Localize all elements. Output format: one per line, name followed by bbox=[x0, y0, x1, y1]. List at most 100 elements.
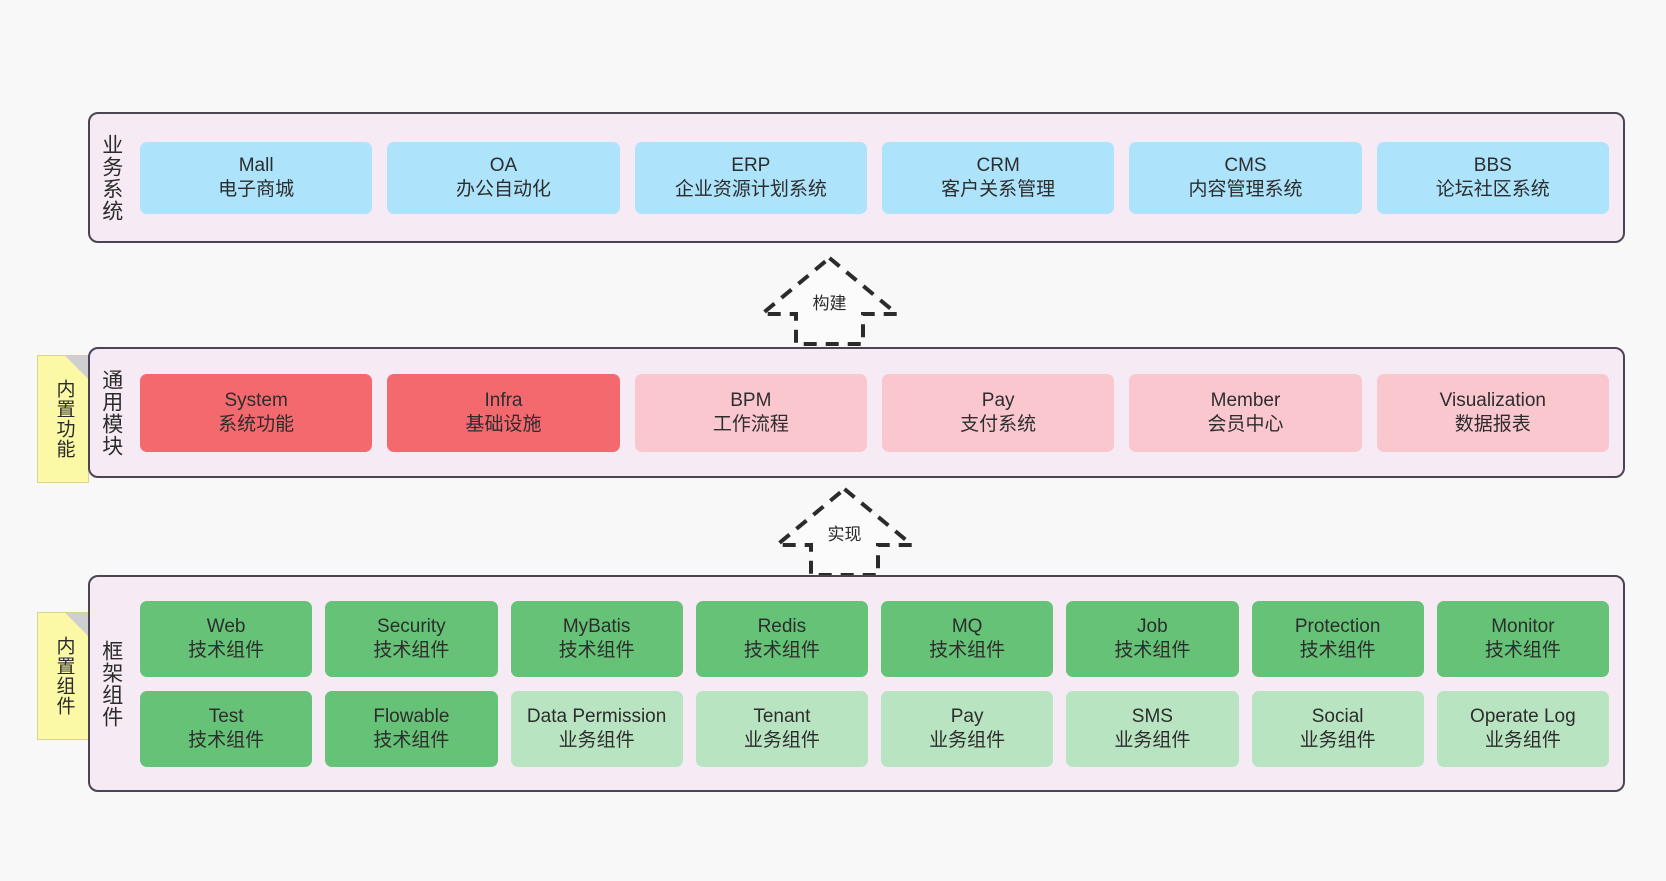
connector-implement-arrow: 实现 bbox=[771, 486, 918, 577]
card-subtitle: 技术组件 bbox=[1299, 639, 1376, 661]
connector-build-arrow: 构建 bbox=[756, 255, 903, 346]
card-subtitle: 业务组件 bbox=[929, 729, 1006, 751]
card-title: Tenant bbox=[753, 706, 811, 728]
card-subtitle: 业务组件 bbox=[1114, 729, 1191, 751]
card-title: Protection bbox=[1294, 616, 1381, 638]
card-title: BPM bbox=[730, 390, 772, 412]
layer-label-business-systems: 业务系统 bbox=[99, 133, 123, 222]
card-subtitle: 基础设施 bbox=[465, 413, 542, 435]
card-subtitle: 工作流程 bbox=[712, 413, 789, 435]
card-title: Mall bbox=[238, 155, 274, 177]
card-subtitle: 技术组件 bbox=[188, 639, 265, 661]
card-subtitle: 业务组件 bbox=[743, 729, 820, 751]
card-subtitle: 企业资源计划系统 bbox=[674, 178, 827, 200]
sticky-note-builtin-components: 内置组件 bbox=[37, 612, 89, 740]
card-subtitle: 技术组件 bbox=[373, 729, 450, 751]
connector-implement-label: 实现 bbox=[827, 525, 862, 544]
page-fold-corner-icon bbox=[65, 613, 88, 636]
card-subtitle: 技术组件 bbox=[929, 639, 1006, 661]
card-pay-module[interactable]: Pay 支付系统 bbox=[881, 373, 1115, 452]
card-subtitle: 技术组件 bbox=[1484, 639, 1561, 661]
card-operate-log[interactable]: Operate Log 业务组件 bbox=[1436, 690, 1609, 767]
card-subtitle: 技术组件 bbox=[188, 729, 265, 751]
card-subtitle: 支付系统 bbox=[960, 413, 1037, 435]
card-security[interactable]: Security 技术组件 bbox=[325, 600, 498, 677]
card-test[interactable]: Test 技术组件 bbox=[140, 690, 313, 767]
card-member[interactable]: Member 会员中心 bbox=[1129, 373, 1362, 452]
card-oa[interactable]: OA 办公自动化 bbox=[387, 141, 620, 214]
card-subtitle: 业务组件 bbox=[558, 729, 635, 751]
card-subtitle: 办公自动化 bbox=[455, 178, 551, 200]
card-web[interactable]: Web 技术组件 bbox=[140, 600, 313, 677]
card-title: MyBatis bbox=[562, 616, 631, 638]
card-title: Member bbox=[1210, 390, 1281, 412]
connector-build-label: 构建 bbox=[812, 294, 847, 313]
card-title: Operate Log bbox=[1470, 706, 1576, 728]
card-title: Pay bbox=[981, 390, 1015, 412]
card-title: System bbox=[224, 390, 288, 412]
sticky-note-builtin-functions: 内置功能 bbox=[37, 355, 89, 483]
card-pay-component[interactable]: Pay 业务组件 bbox=[881, 690, 1054, 767]
card-mall[interactable]: Mall 电子商城 bbox=[140, 141, 373, 214]
card-subtitle: 论坛社区系统 bbox=[1435, 178, 1550, 200]
layer-panel-business-systems: 业务系统 Mall 电子商城 OA 办公自动化 ERP 企业资源计划系统 CRM… bbox=[88, 112, 1625, 243]
card-title: Data Permission bbox=[526, 706, 667, 728]
card-bbs[interactable]: BBS 论坛社区系统 bbox=[1376, 141, 1609, 214]
card-title: Pay bbox=[950, 706, 984, 728]
card-mybatis[interactable]: MyBatis 技术组件 bbox=[510, 600, 683, 677]
layer-panel-framework-components: 框架组件 Web 技术组件 Security 技术组件 MyBatis 技术组件… bbox=[88, 575, 1625, 792]
card-title: OA bbox=[489, 155, 518, 177]
card-title: Flowable bbox=[373, 706, 450, 728]
card-monitor[interactable]: Monitor 技术组件 bbox=[1436, 600, 1609, 677]
card-mq[interactable]: MQ 技术组件 bbox=[881, 600, 1054, 677]
card-title: Infra bbox=[484, 390, 523, 412]
card-title: Redis bbox=[757, 616, 807, 638]
card-flowable[interactable]: Flowable 技术组件 bbox=[325, 690, 498, 767]
card-sms[interactable]: SMS 业务组件 bbox=[1066, 690, 1239, 767]
card-job[interactable]: Job 技术组件 bbox=[1066, 600, 1239, 677]
business-systems-card-list: Mall 电子商城 OA 办公自动化 ERP 企业资源计划系统 CRM 客户关系… bbox=[132, 114, 1623, 241]
card-title: SMS bbox=[1131, 706, 1173, 728]
card-title: Security bbox=[377, 616, 446, 638]
framework-row-business: Test 技术组件 Flowable 技术组件 Data Permission … bbox=[140, 690, 1609, 767]
framework-components-grid: Web 技术组件 Security 技术组件 MyBatis 技术组件 Redi… bbox=[132, 577, 1623, 790]
sticky-note-label: 内置功能 bbox=[53, 379, 75, 459]
card-bpm[interactable]: BPM 工作流程 bbox=[634, 373, 867, 452]
card-protection[interactable]: Protection 技术组件 bbox=[1251, 600, 1424, 677]
card-subtitle: 技术组件 bbox=[1114, 639, 1191, 661]
card-erp[interactable]: ERP 企业资源计划系统 bbox=[634, 141, 867, 214]
card-social[interactable]: Social 业务组件 bbox=[1251, 690, 1424, 767]
card-subtitle: 客户关系管理 bbox=[941, 178, 1056, 200]
card-infra[interactable]: Infra 基础设施 bbox=[387, 373, 620, 452]
card-subtitle: 技术组件 bbox=[373, 639, 450, 661]
card-subtitle: 内容管理系统 bbox=[1188, 178, 1303, 200]
layer-label-common-modules: 通用模块 bbox=[99, 368, 123, 457]
card-subtitle: 业务组件 bbox=[1299, 729, 1376, 751]
card-redis[interactable]: Redis 技术组件 bbox=[695, 600, 868, 677]
card-visualization[interactable]: Visualization 数据报表 bbox=[1376, 373, 1609, 452]
card-cms[interactable]: CMS 内容管理系统 bbox=[1129, 141, 1362, 214]
card-data-permission[interactable]: Data Permission 业务组件 bbox=[510, 690, 683, 767]
card-title: Web bbox=[206, 616, 246, 638]
card-system[interactable]: System 系统功能 bbox=[140, 373, 373, 452]
card-subtitle: 技术组件 bbox=[558, 639, 635, 661]
card-title: BBS bbox=[1473, 155, 1512, 177]
page-fold-corner-icon bbox=[65, 356, 88, 379]
card-title: Visualization bbox=[1439, 390, 1546, 412]
card-title: MQ bbox=[951, 616, 983, 638]
layer-panel-common-modules: 通用模块 System 系统功能 Infra 基础设施 BPM 工作流程 Pay… bbox=[88, 347, 1625, 478]
card-crm[interactable]: CRM 客户关系管理 bbox=[881, 141, 1115, 214]
card-subtitle: 数据报表 bbox=[1454, 413, 1531, 435]
framework-row-technical: Web 技术组件 Security 技术组件 MyBatis 技术组件 Redi… bbox=[140, 600, 1609, 677]
card-title: Monitor bbox=[1491, 616, 1555, 638]
card-subtitle: 技术组件 bbox=[743, 639, 820, 661]
sticky-note-label: 内置组件 bbox=[53, 636, 75, 716]
card-tenant[interactable]: Tenant 业务组件 bbox=[695, 690, 868, 767]
common-modules-card-list: System 系统功能 Infra 基础设施 BPM 工作流程 Pay 支付系统… bbox=[132, 349, 1623, 476]
card-title: ERP bbox=[731, 155, 771, 177]
card-subtitle: 业务组件 bbox=[1484, 729, 1561, 751]
card-title: CRM bbox=[976, 155, 1020, 177]
card-subtitle: 电子商城 bbox=[218, 178, 295, 200]
card-title: CMS bbox=[1224, 155, 1267, 177]
